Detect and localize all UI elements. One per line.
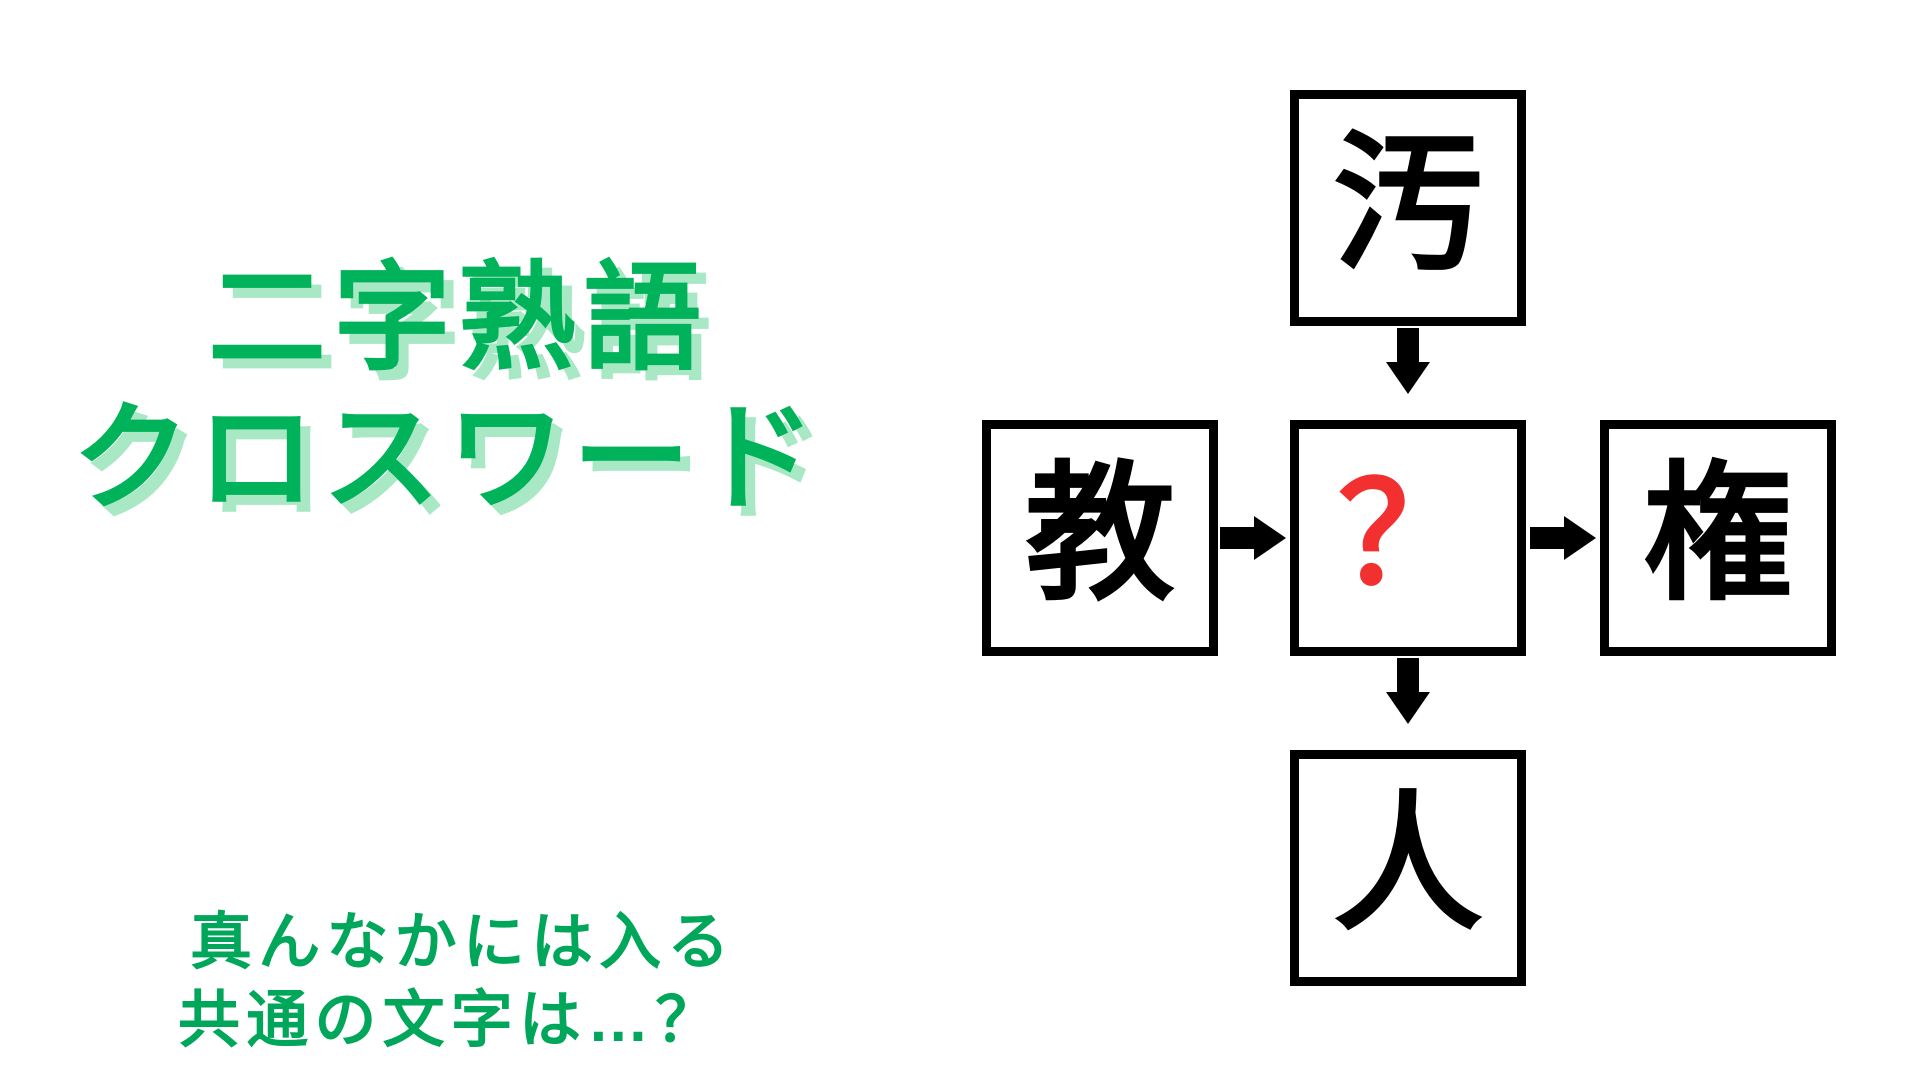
arrow-head xyxy=(1254,516,1286,560)
crossword-cell-top[interactable]: 汚 xyxy=(1290,90,1526,326)
headline-line-2: クロスワード xyxy=(72,393,823,525)
headline-panel: 二字熟語 クロスワード 真んなかには入る 共通の文字は…？ xyxy=(0,250,960,1052)
arrow-head xyxy=(1386,362,1430,394)
arrow-shaft xyxy=(1220,527,1256,549)
crossword-cell-left[interactable]: 教 xyxy=(982,420,1218,656)
crossword-cell-right[interactable]: 権 xyxy=(1600,420,1836,656)
arrow-shaft xyxy=(1530,527,1566,549)
arrow-shaft xyxy=(1397,658,1419,694)
crossword-cell-center-question-mark: ？ xyxy=(1337,456,1478,613)
crossword-cell-right-kanji: 権 xyxy=(1642,448,1793,622)
arrow-shaft xyxy=(1397,328,1419,364)
arrow-right-icon-left-to-center xyxy=(1220,508,1286,568)
crossword-cell-center[interactable]: ？ xyxy=(1290,420,1526,656)
crossword-cell-left-kanji: 教 xyxy=(1024,448,1175,622)
subtitle-line-2: 共通の文字は…？ xyxy=(178,986,724,1055)
arrow-head xyxy=(1386,692,1430,724)
crossword-cell-bottom[interactable]: 人 xyxy=(1290,750,1526,986)
arrow-right-icon-center-to-right xyxy=(1530,508,1596,568)
crossword-cell-top-kanji: 汚 xyxy=(1332,118,1483,292)
headline-line-1: 二字熟語 xyxy=(208,253,709,385)
crossword-grid: 汚 教 ？ 権 人 xyxy=(960,0,1920,1080)
arrow-head xyxy=(1564,516,1596,560)
arrow-down-icon-center-to-bottom xyxy=(1378,658,1438,724)
subtitle-line-1: 真んなかには入る xyxy=(190,908,736,977)
arrow-down-icon-top-to-center xyxy=(1378,328,1438,394)
crossword-cell-bottom-kanji: 人 xyxy=(1332,778,1483,952)
